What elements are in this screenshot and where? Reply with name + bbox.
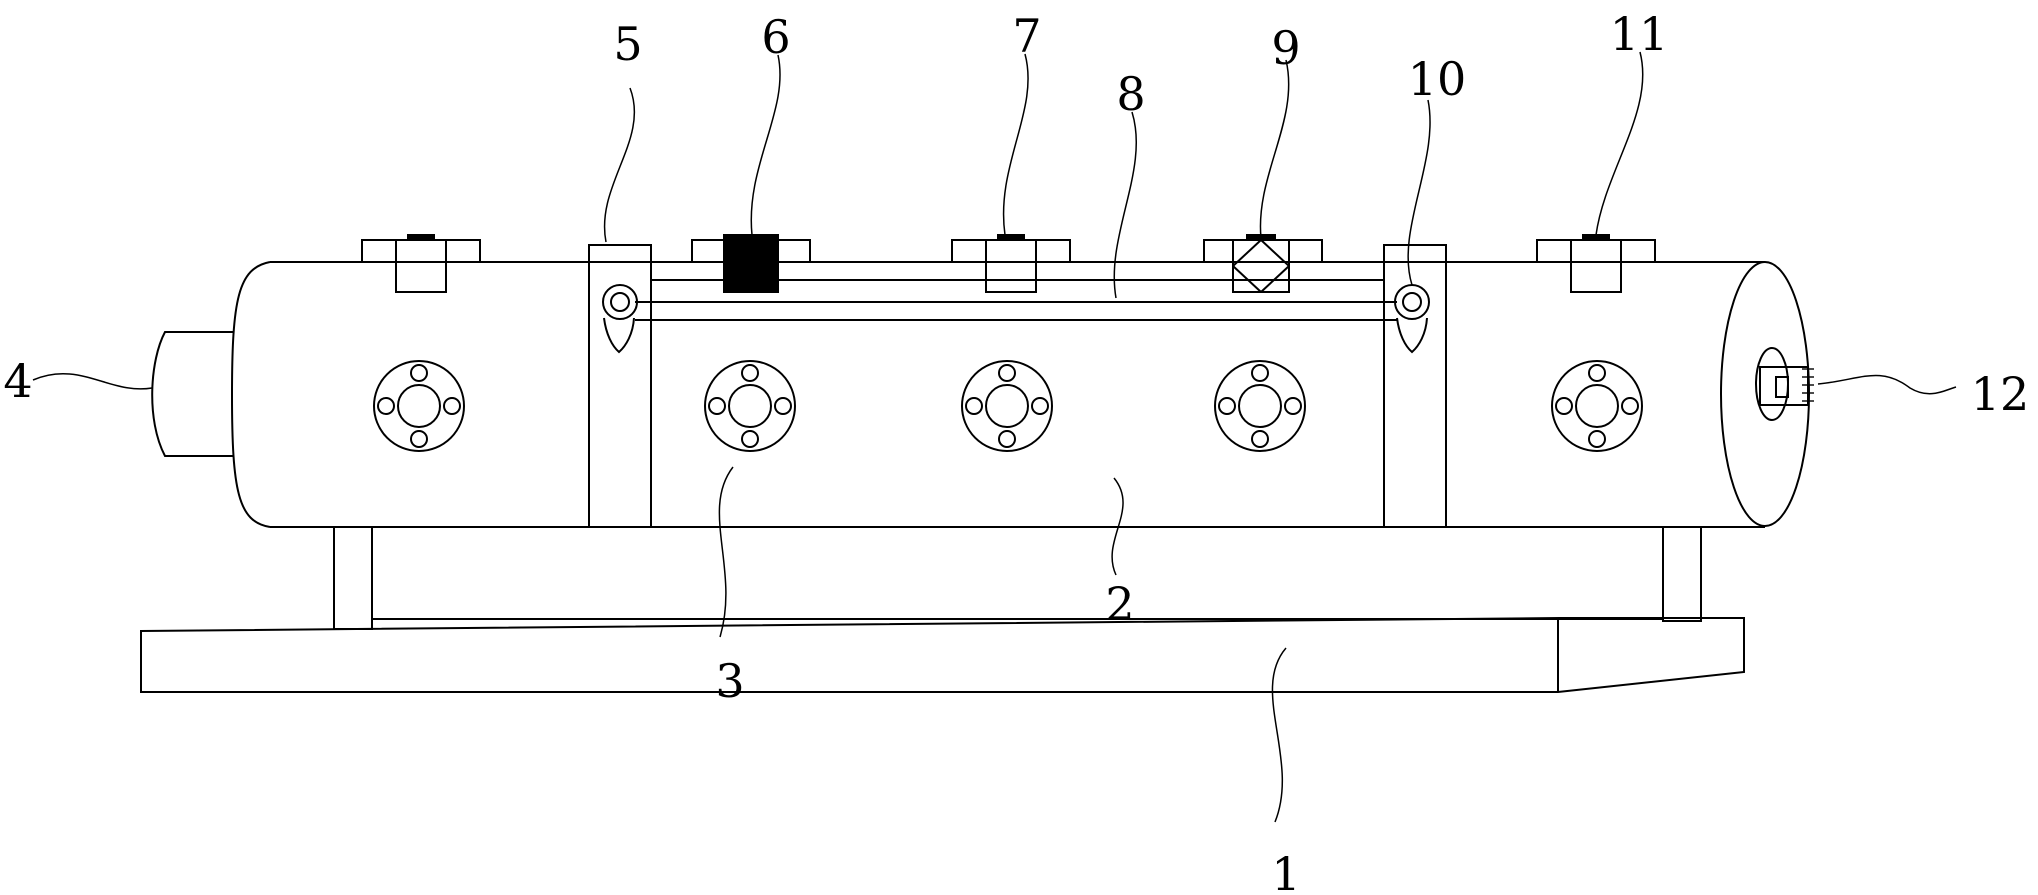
leader-8 <box>1113 111 1137 299</box>
leader-6 <box>750 54 781 236</box>
support-legs <box>333 526 1702 630</box>
callout-1: 1 <box>1271 847 1300 895</box>
flanges <box>373 360 1643 452</box>
flange-2 <box>704 360 796 452</box>
leader-10 <box>1407 99 1431 286</box>
callout-10: 10 <box>1408 52 1467 106</box>
leader-lines <box>32 51 1957 823</box>
leader-5 <box>603 87 636 243</box>
top-fitting-3 <box>951 234 1071 293</box>
callout-8: 8 <box>1116 67 1145 121</box>
leader-2 <box>1111 477 1124 576</box>
leader-3 <box>718 466 734 638</box>
right-end-valve <box>1755 347 1814 421</box>
callout-12: 12 <box>1971 367 2030 421</box>
flange-1 <box>373 360 465 452</box>
leader-9 <box>1259 59 1290 239</box>
top-fitting-5 <box>1536 234 1656 293</box>
callout-4: 4 <box>3 354 32 408</box>
top-fitting-4 <box>1203 239 1323 263</box>
callout-9: 9 <box>1271 21 1300 75</box>
callout-3: 3 <box>715 654 744 708</box>
flange-3 <box>961 360 1053 452</box>
callout-5: 5 <box>613 17 642 71</box>
flange-4 <box>1214 360 1306 452</box>
clamp-bracket-right <box>1383 244 1447 528</box>
callout-6: 6 <box>761 10 790 64</box>
left-end-outlet <box>151 331 233 457</box>
leader-7 <box>1002 53 1029 236</box>
leader-1 <box>1271 647 1287 823</box>
base-plate <box>140 617 1745 693</box>
callout-7: 7 <box>1012 9 1041 63</box>
leader-11 <box>1595 51 1644 236</box>
sensor-block <box>723 234 779 293</box>
top-fitting-1 <box>361 234 481 293</box>
leader-4 <box>32 373 153 390</box>
leader-12 <box>1817 374 1957 395</box>
callout-11: 11 <box>1610 7 1669 61</box>
flange-5 <box>1551 360 1643 452</box>
valve-unit <box>1232 234 1290 293</box>
callout-2: 2 <box>1105 577 1134 631</box>
clamp-bracket-left <box>588 244 652 528</box>
callout-labels: 1 2 3 4 5 6 7 8 9 10 11 12 <box>3 7 2029 895</box>
